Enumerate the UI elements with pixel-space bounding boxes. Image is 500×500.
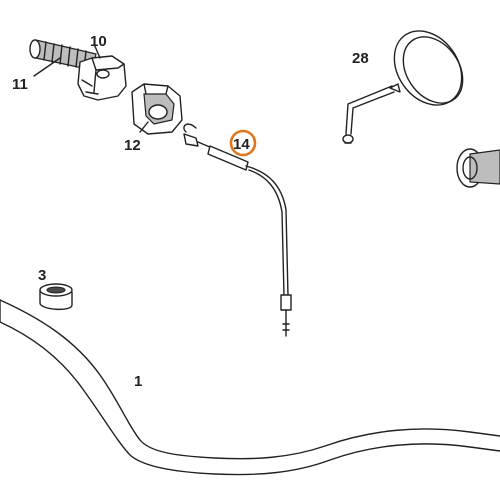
handlebar-part[interactable] <box>0 299 500 476</box>
callout-throttle-cable[interactable]: 14 <box>233 136 250 153</box>
mirror-part[interactable] <box>342 18 476 144</box>
callout-handlebar[interactable]: 1 <box>134 373 142 390</box>
throttle-cable-part[interactable] <box>183 123 292 337</box>
callout-bushing[interactable]: 3 <box>38 267 46 284</box>
bushing-part[interactable] <box>39 283 73 310</box>
leader-lines <box>33 43 149 133</box>
switch-part[interactable] <box>456 148 500 188</box>
throttle-housing-part[interactable] <box>77 55 127 101</box>
callout-mirror[interactable]: 28 <box>352 50 369 67</box>
callout-throttle-grip[interactable]: 11 <box>12 76 28 93</box>
housing-cover-part[interactable] <box>131 83 183 135</box>
highlight-ring <box>229 129 257 157</box>
callout-housing-cover[interactable]: 12 <box>124 137 141 154</box>
callout-throttle-housing[interactable]: 10 <box>90 33 107 50</box>
